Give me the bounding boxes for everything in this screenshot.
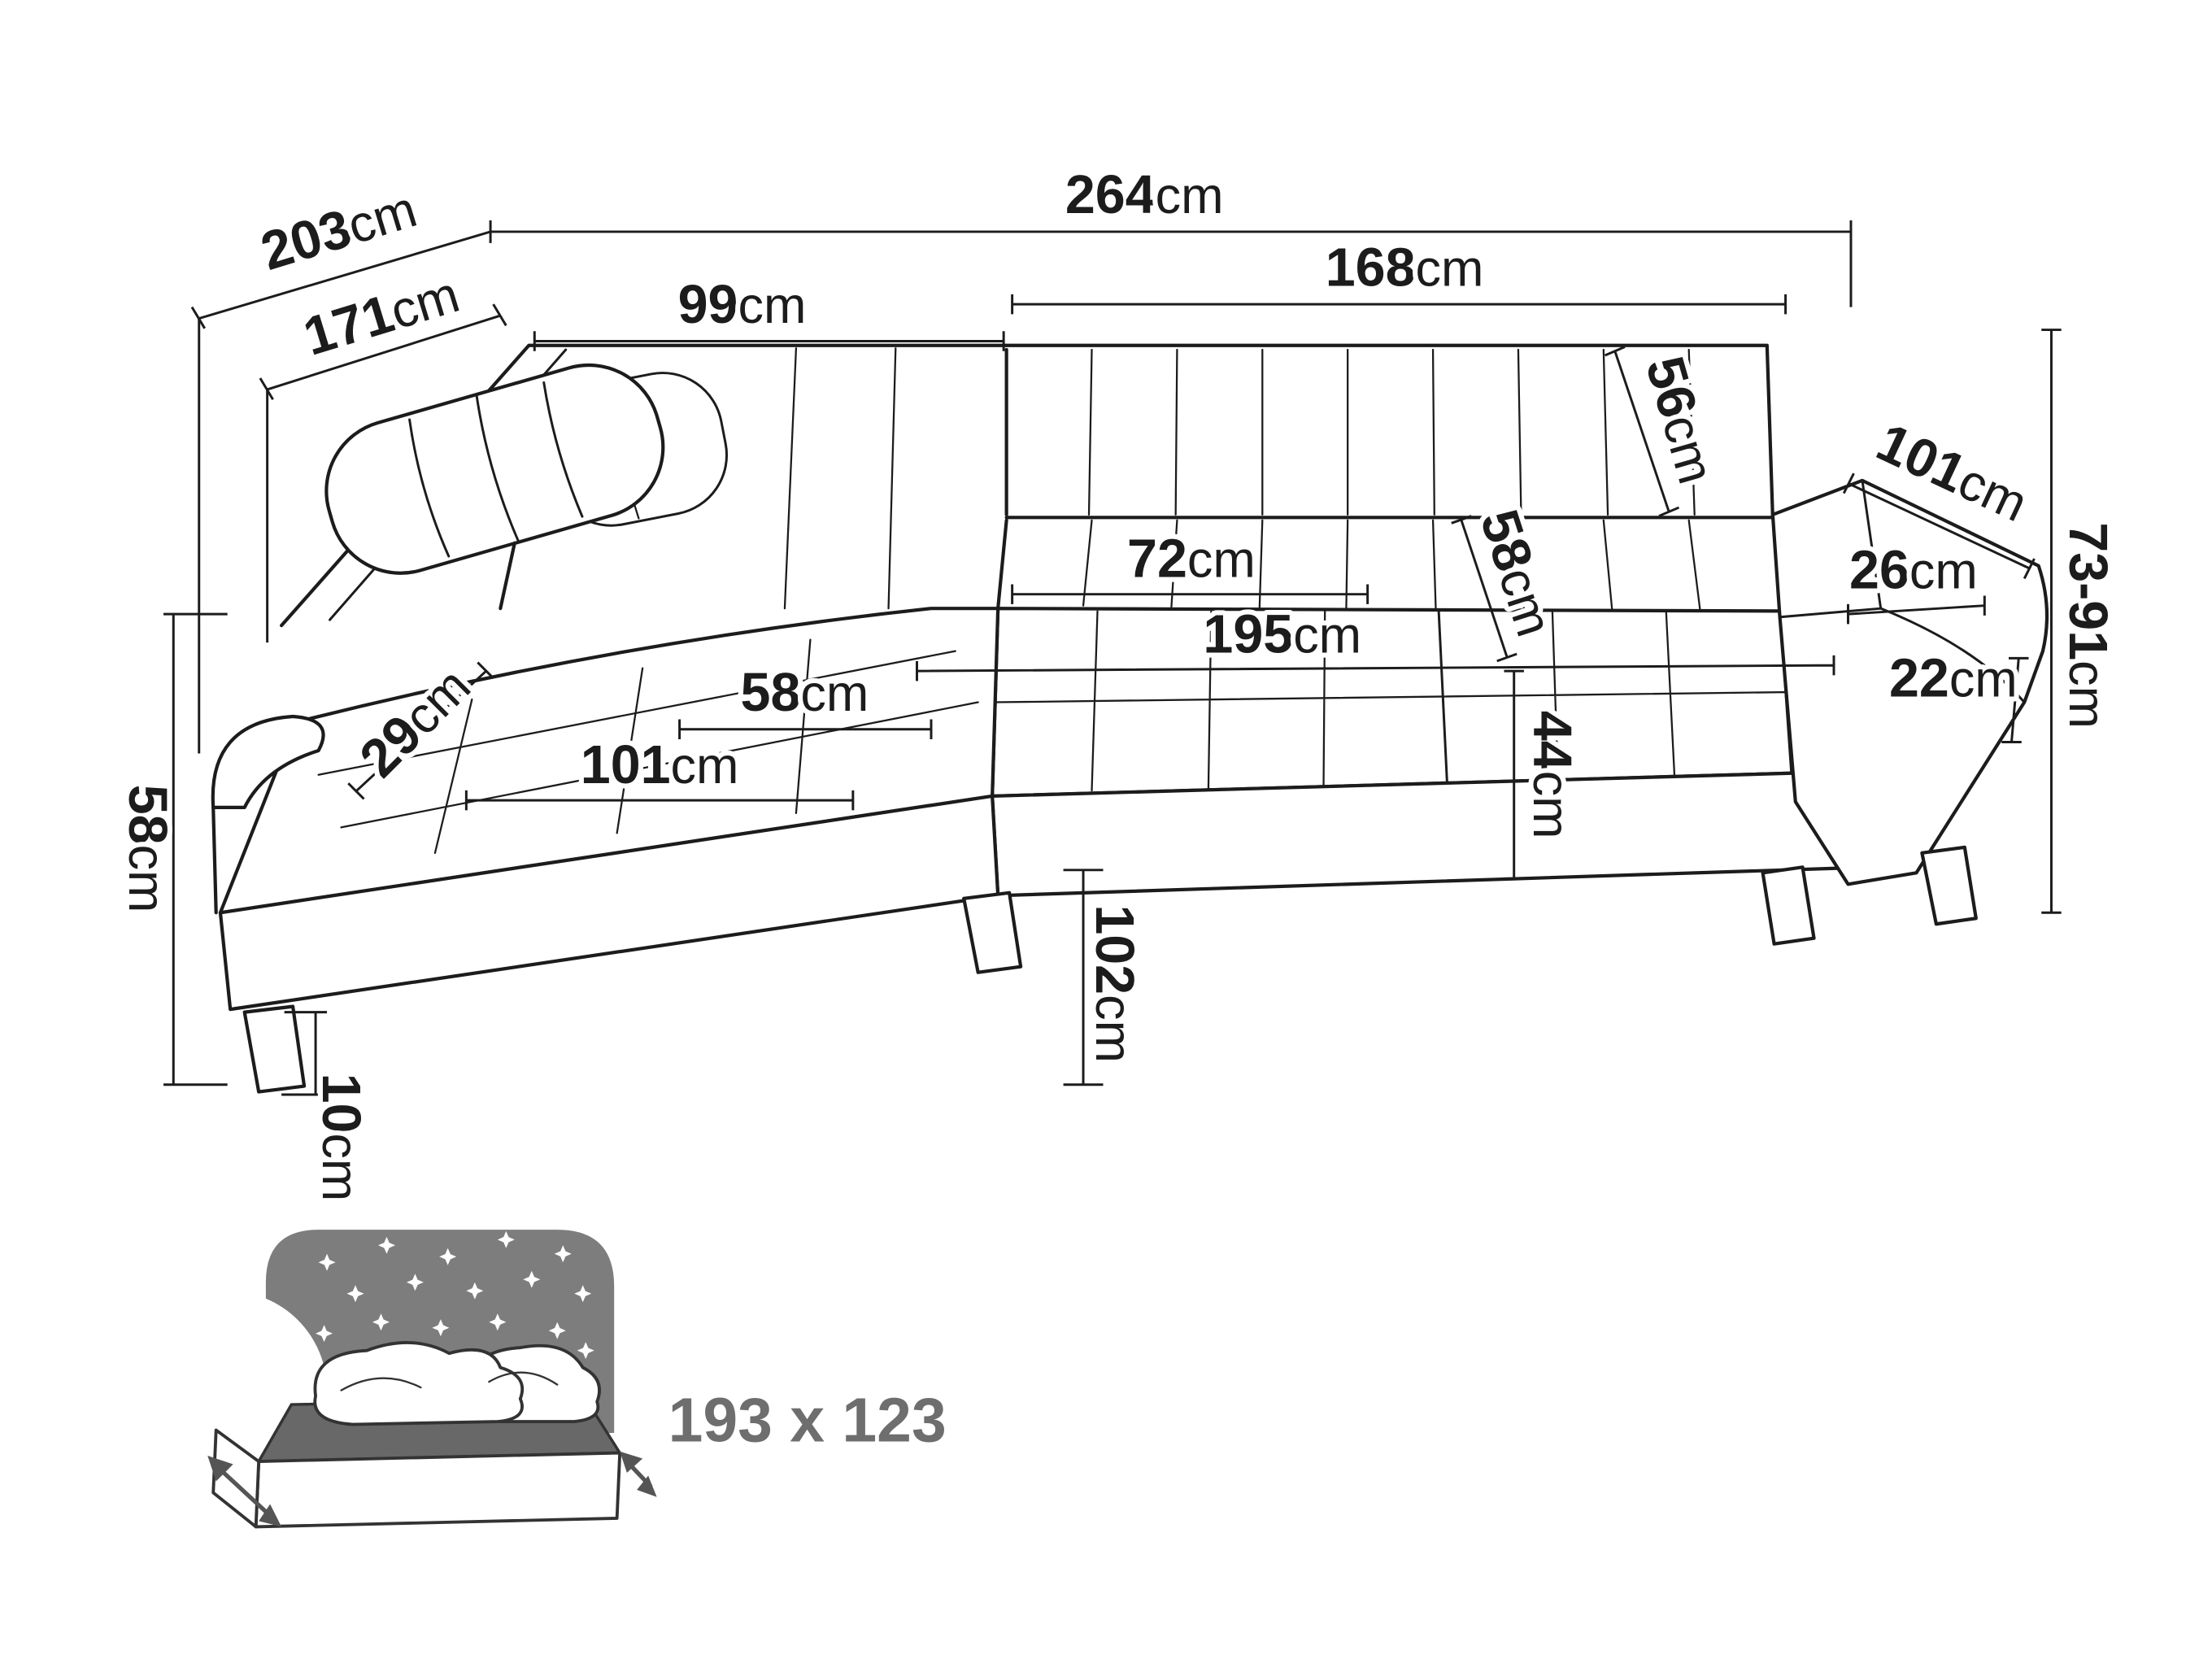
dim-label-backrest-height: 56cm: [1634, 351, 1727, 490]
pullout-arrow-left-heads: [207, 1456, 282, 1527]
dim-line-back-left-width: [533, 331, 1005, 351]
right-armrest: [1770, 478, 2049, 886]
dim-right-width: 168cm: [1011, 233, 1787, 315]
chaise-tufting-seams: [317, 638, 979, 854]
dim-inner-depth: 171cm: [259, 261, 507, 400]
dim-line-backrest-height: [1604, 346, 1680, 517]
bed-size-label: 193 x 123: [668, 1386, 947, 1456]
dim-label-back-depth: 203cm: [255, 178, 424, 282]
dim-line-inner-depth: [259, 303, 507, 400]
dimension-frame: [198, 318, 269, 754]
dim-seat-height: 44cm: [1504, 669, 1587, 880]
dim-line-chaise-arm-width: [347, 661, 494, 800]
dim-line-armrest-depth: [1842, 472, 2036, 580]
dim-chaise-depth: 102cm: [1063, 869, 1149, 1086]
dim-label-chaise-length: 101cm: [581, 735, 739, 795]
dim-chaise-seat-width: 58cm: [678, 658, 933, 739]
dim-side-height: 58cm: [112, 612, 228, 1086]
dim-label-seat-depth: 72cm: [1127, 529, 1256, 590]
dim-line-chaise-depth: [1063, 869, 1104, 1086]
dim-label-armrest-width: 26cm: [1849, 541, 1978, 601]
left-armrest: [211, 714, 325, 810]
dim-line-back-depth: [190, 230, 491, 329]
dimensions: 264cm 203cm 171cm 99cm 168cm 56cm 101cm: [112, 160, 2123, 1206]
left-armrest-edge: [211, 805, 218, 915]
seat-surface: [991, 607, 1888, 799]
dim-label-total-width: 264cm: [1065, 165, 1224, 225]
frame-extension-lines: [198, 318, 269, 754]
dim-label-side-height: 58cm: [117, 785, 177, 913]
dim-line-chaise-seat-width: [678, 719, 933, 739]
dim-line-seat-width: [916, 655, 1835, 681]
dim-line-side-height: [163, 612, 228, 1086]
sofa-legs: [242, 845, 1978, 1094]
dim-seat-width: 195cm: [916, 599, 1835, 681]
pullout-arrow-left: [214, 1464, 275, 1520]
seat-tufting-seams: [994, 608, 1883, 795]
dim-line-armrest-width: [1847, 595, 1986, 625]
backrest-lower-seams: [1082, 519, 1701, 612]
dim-chaise-length: 101cm: [464, 730, 855, 811]
dim-line-seat-height: [1504, 669, 1524, 880]
dim-armrest-width: 26cm: [1844, 536, 1986, 625]
dim-line-back-cushion-height: [1451, 515, 1517, 663]
dim-label-chaise-depth: 102cm: [1084, 904, 1144, 1063]
dim-label-armrest-height: 22cm: [1889, 649, 2018, 709]
headrest-seams: [408, 381, 584, 558]
dim-backrest-height: 56cm: [1604, 345, 1730, 517]
dim-line-seat-depth: [1011, 584, 1369, 604]
dim-label-inner-depth: 171cm: [297, 263, 466, 368]
backrest-left-seam: [996, 347, 1008, 611]
pillow-creases: [340, 1371, 559, 1391]
headrest-cushion: [324, 363, 665, 575]
dim-back-height-range: 73-91cm: [2041, 329, 2123, 914]
dim-line-right-width: [1011, 294, 1787, 315]
pullout-arrow-right-heads: [620, 1451, 657, 1497]
dim-leg-height: 10cm: [281, 1011, 376, 1206]
mattress-front: [254, 1451, 622, 1529]
right-armrest-seams: [1779, 479, 2026, 704]
dim-line-armrest-height: [2001, 656, 2029, 743]
dim-line-leg-height: [281, 1011, 328, 1096]
dim-seat-depth: 72cm: [1011, 525, 1369, 604]
dim-back-left-width: 99cm: [533, 270, 1005, 351]
dim-armrest-height: 22cm: [1884, 643, 2029, 743]
chaise-surface: [218, 607, 1000, 915]
dim-line-chaise-length: [464, 790, 855, 811]
dim-label-back-height-range: 73-91cm: [2057, 522, 2118, 729]
dim-line-back-height-range: [2041, 329, 2062, 914]
dim-label-back-left-width: 99cm: [678, 275, 807, 335]
sofa-bed-icon: 193 x 123: [128, 1230, 947, 1529]
dim-label-chaise-seat-width: 58cm: [741, 663, 869, 723]
dim-label-right-width: 168cm: [1326, 237, 1484, 298]
dim-label-seat-height: 44cm: [1522, 711, 1582, 839]
backrest-tufting-seams: [783, 347, 1696, 610]
dim-label-seat-width: 195cm: [1203, 604, 1361, 664]
sofa-illustration: [211, 343, 2049, 1094]
seat-cushion-split: [1437, 608, 1449, 786]
dim-label-leg-height: 10cm: [311, 1073, 371, 1202]
headrest-support: [499, 541, 516, 611]
pillow-left: [313, 1341, 525, 1426]
